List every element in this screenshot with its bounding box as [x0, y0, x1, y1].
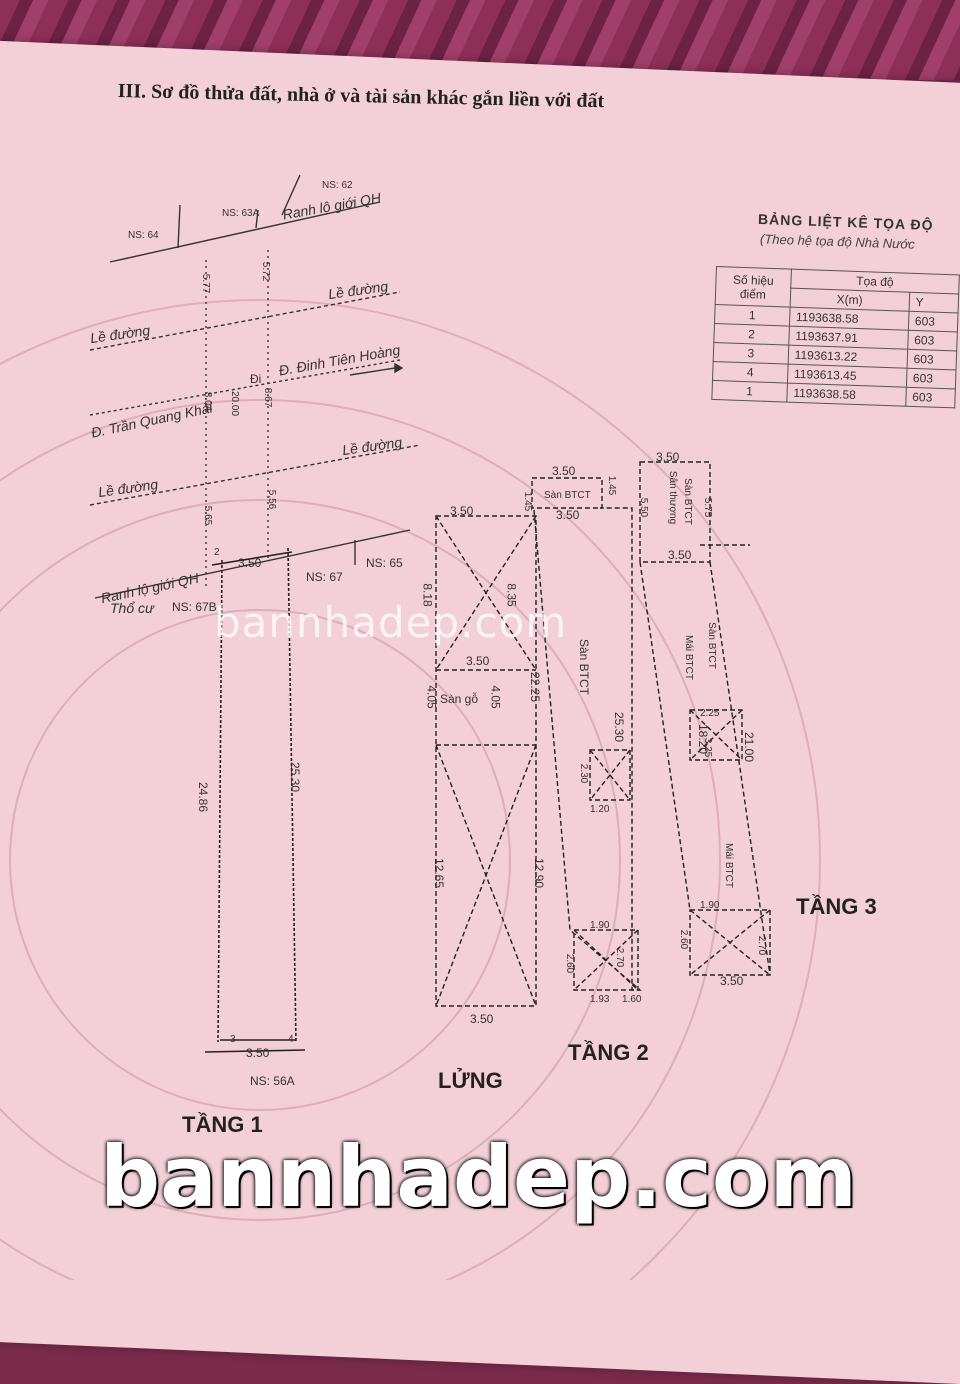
f3-width-bottom: 3.50	[720, 974, 744, 988]
f2-dim-190: 1.90	[590, 920, 610, 931]
floor1-outline	[204, 547, 306, 1053]
certificate-sheet: III. Sơ đồ thửa đất, nhà ở và tài sản kh…	[0, 80, 960, 1280]
floor2-label: TẦNG 2	[568, 1040, 649, 1065]
lung-label: LỬNG	[438, 1068, 503, 1093]
f3-dim-270: 2.70	[756, 935, 768, 956]
y-cell: 603	[907, 330, 958, 351]
f2-dim-260: 2.60	[564, 953, 576, 974]
floor3-outline	[639, 461, 771, 976]
f2-left-length: 22.25	[528, 671, 543, 703]
label-ns56a: NS: 56A	[250, 1074, 295, 1088]
label-ns63a: NS: 63A	[222, 208, 260, 219]
f1-left-length: 24.86	[196, 781, 211, 813]
lung-width-mid: 3.50	[466, 654, 490, 668]
f3-dim-225: 2.25	[700, 708, 720, 719]
point-cell: 3	[713, 342, 789, 365]
label-ns67b: NS: 67B	[172, 600, 217, 614]
f3-san-btct: Sàn BTCT	[681, 478, 693, 525]
lung-width-bottom: 3.50	[470, 1012, 494, 1026]
f3-width-inner: 3.50	[668, 548, 692, 562]
f2-dim-270: 2.70	[614, 947, 626, 968]
lung-san-go: Sàn gỗ	[440, 692, 479, 706]
f1-point-2: 2	[214, 547, 220, 558]
f2-width-top: 3.50	[552, 464, 576, 478]
f2-dim-160: 1.60	[622, 994, 642, 1005]
f2-right-length: 25.30	[612, 711, 627, 743]
f3-san-btct-2: Sàn BTCT	[705, 622, 717, 669]
f2-dim-120: 1.20	[590, 804, 610, 815]
label-ns62: NS: 62	[322, 180, 353, 191]
drum-pattern	[0, 299, 821, 1280]
point-cell: 2	[713, 323, 790, 346]
point-cell: 1	[714, 304, 790, 327]
f1-right-length: 25.30	[288, 761, 303, 793]
dim-556: 5.56	[266, 489, 278, 510]
f3-mai-btct: Mái BTCT	[683, 635, 694, 680]
lung-right-3: 12.90	[532, 857, 547, 889]
lung-width-top: 3.50	[450, 504, 474, 518]
floor2-outline	[531, 477, 642, 991]
site-lines	[89, 174, 421, 599]
lung-left-3: 12.65	[432, 857, 447, 889]
lung-outline	[435, 515, 537, 1007]
label-di: Đi	[250, 372, 262, 386]
floor-plan-drawing	[0, 174, 821, 1280]
f3-san-thuong: Sân thượng	[667, 470, 679, 525]
f2-san-btct: Sàn BTCT	[577, 638, 592, 696]
point-cell: 4	[712, 361, 788, 384]
f3-dim-575: 5.75	[702, 497, 714, 518]
col-y-header: Y	[908, 292, 959, 313]
floor1-label: TẦNG 1	[182, 1112, 263, 1137]
dim-867: 8.67	[262, 387, 274, 408]
f3-dim-325: 3.25	[702, 737, 714, 758]
y-cell: 603	[905, 387, 956, 408]
lung-left-2: 4.05	[424, 685, 439, 709]
dim-572: 5.72	[260, 261, 272, 282]
floor3-label: TẦNG 3	[796, 894, 877, 919]
lung-right-2: 4.05	[488, 685, 503, 709]
f1-width-bottom: 3.50	[246, 1046, 270, 1060]
f2-width-inner: 3.50	[556, 508, 580, 522]
dim-577: 5.77	[200, 273, 212, 294]
f2-dim-193: 1.93	[590, 994, 610, 1005]
f1-width-top: 3.50	[238, 556, 262, 570]
watermark-mid: bannhadep.com	[214, 598, 568, 647]
f3-length-2100: 21.00	[742, 731, 757, 763]
dim-565: 5.65	[202, 505, 214, 526]
label-tho-cu: Thổ cư	[110, 600, 154, 616]
f1-point-4: 4	[288, 1034, 294, 1045]
f2-dim-230: 2.30	[578, 763, 590, 784]
y-cell: 603	[906, 368, 957, 389]
label-ns67: NS: 67	[306, 570, 343, 584]
f3-dim-190: 1.90	[700, 900, 720, 911]
dim-2000: 20.00	[229, 390, 241, 417]
f2-dim-145: 1.45	[606, 475, 618, 496]
col-point-header: Số hiệu điểm	[715, 266, 792, 308]
f1-point-3: 3	[230, 1034, 236, 1045]
f2-san-btct-top: Sàn BTCT	[544, 490, 591, 501]
watermark-big: bannhadep.com	[100, 1128, 858, 1226]
label-ns64: NS: 64	[128, 230, 159, 241]
y-cell: 603	[906, 349, 957, 370]
f3-mai-btct-2: Mái BTCT	[723, 843, 734, 888]
f3-dim-550: 5.50	[638, 497, 650, 518]
y-cell: 603	[908, 311, 959, 332]
label-ns65: NS: 65	[366, 556, 403, 570]
x-cell: 1193638.58	[786, 383, 907, 407]
point-cell: 1	[711, 380, 788, 403]
f3-width-top: 3.50	[656, 450, 680, 464]
dim-804: 8.04	[202, 391, 214, 412]
f2-dim-145b: 1.45	[522, 491, 534, 512]
f3-dim-260: 2.60	[678, 929, 690, 950]
